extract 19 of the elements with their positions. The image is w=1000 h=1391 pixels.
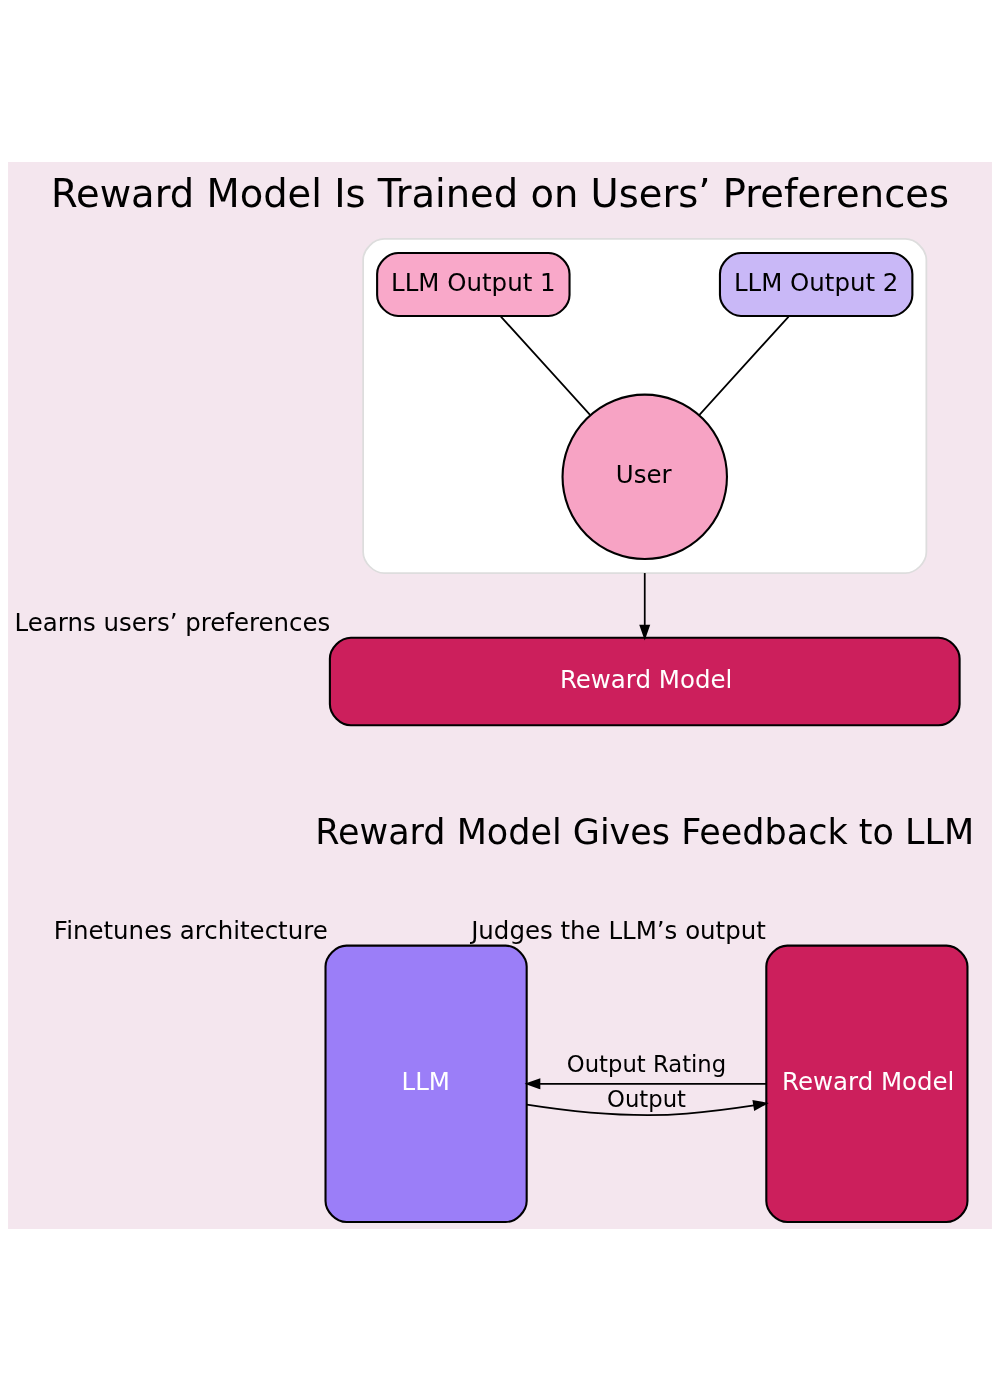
arrow	[525, 1100, 769, 1116]
arrow	[639, 572, 651, 641]
node-label: Finetunes architecture	[53, 915, 328, 945]
node-box: LLM Output 1	[376, 251, 571, 317]
edge-label: Output Rating	[566, 1051, 727, 1078]
diagram-title: Reward Model Is Trained on Users’ Preferences	[50, 170, 950, 216]
node-box: LLM Output 2	[718, 251, 914, 317]
node-box: LLM	[324, 944, 528, 1224]
cluster	[362, 238, 928, 574]
node-circle: User	[561, 393, 728, 561]
label: Reward Model Gives Feedback to LLM	[315, 812, 975, 853]
node-label: Learns users’ preferences	[14, 608, 331, 638]
edge-label: Output	[607, 1086, 686, 1113]
connector	[698, 315, 790, 416]
node-box: Reward Model	[328, 636, 961, 727]
node-box: Reward Model	[765, 944, 969, 1224]
node-label: Judges the LLM’s output	[471, 915, 766, 945]
arrow	[524, 1078, 768, 1090]
connector	[500, 315, 592, 416]
